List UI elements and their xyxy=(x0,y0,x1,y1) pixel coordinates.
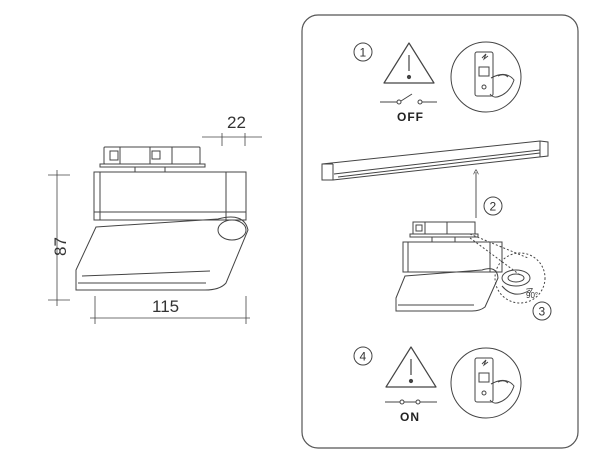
dim-width: 115 xyxy=(152,297,179,316)
track-rail xyxy=(321,140,549,181)
step-4: 4 ON xyxy=(353,346,522,424)
switch-off-icon xyxy=(380,93,437,105)
step-3: 3 xyxy=(532,301,552,321)
rotation-detail xyxy=(494,252,546,304)
dim-22-line xyxy=(202,133,262,146)
step-3-number: 3 xyxy=(539,305,546,319)
dim-87-line xyxy=(48,170,70,306)
off-label: OFF xyxy=(397,110,424,124)
dim-adapter-offset: 22 xyxy=(227,113,246,132)
breaker-off-illustration xyxy=(450,41,522,113)
breaker-on-illustration xyxy=(450,347,522,419)
rotation-angle: 90° xyxy=(526,291,538,300)
dimension-drawing xyxy=(48,133,262,324)
warning-icon-2 xyxy=(385,346,437,388)
lamp-head xyxy=(75,216,249,291)
track-adapter xyxy=(99,146,206,173)
dim-115-line xyxy=(90,296,250,324)
spotlight-small xyxy=(395,221,529,312)
instruction-panel xyxy=(301,14,579,449)
on-label: ON xyxy=(400,410,420,424)
switch-on-icon xyxy=(385,399,437,405)
step-4-number: 4 xyxy=(360,350,367,364)
warning-icon xyxy=(383,42,435,84)
mount-arrow: 2 xyxy=(476,172,503,218)
dim-height: 87 xyxy=(51,237,70,256)
step-1: 1 OFF xyxy=(353,41,522,124)
step-1-number: 1 xyxy=(360,46,367,60)
step-2-number: 2 xyxy=(490,200,497,214)
driver-body xyxy=(93,171,247,221)
